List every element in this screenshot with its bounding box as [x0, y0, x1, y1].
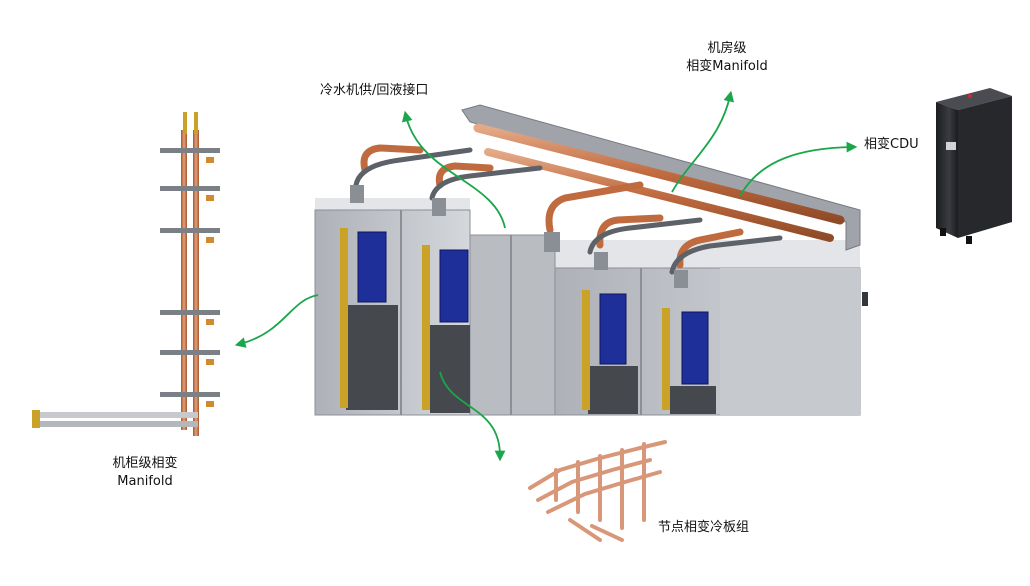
- label-rack-manifold: 机柜级相变 Manifold: [90, 455, 200, 491]
- label-cdu: 相变CDU: [864, 137, 919, 152]
- label-room-manifold: 机房级 相变Manifold: [672, 40, 782, 76]
- cold-plate-illustration: [528, 440, 667, 542]
- label-rack-manifold-line1: 机柜级相变: [112, 456, 178, 471]
- callout-arrows: [234, 90, 858, 462]
- label-cold-plate: 节点相变冷板组: [658, 520, 750, 535]
- label-room-manifold-line2: 相变Manifold: [686, 59, 768, 74]
- cdu-illustration: [936, 88, 1012, 244]
- rack-manifold-illustration: [32, 112, 220, 436]
- arrow-rack-manifold: [234, 294, 319, 348]
- label-chiller-interface: 冷水机供/回液接口: [320, 83, 429, 98]
- arrow-chiller-interface: [402, 110, 506, 229]
- arrow-room-manifold: [671, 90, 735, 193]
- arrow-cold-plate: [439, 371, 506, 462]
- label-room-manifold-line1: 机房级: [707, 41, 747, 56]
- label-rack-manifold-line2: Manifold: [117, 474, 173, 489]
- cabinet-row-illustration: [314, 104, 868, 416]
- arrow-cdu: [739, 141, 858, 197]
